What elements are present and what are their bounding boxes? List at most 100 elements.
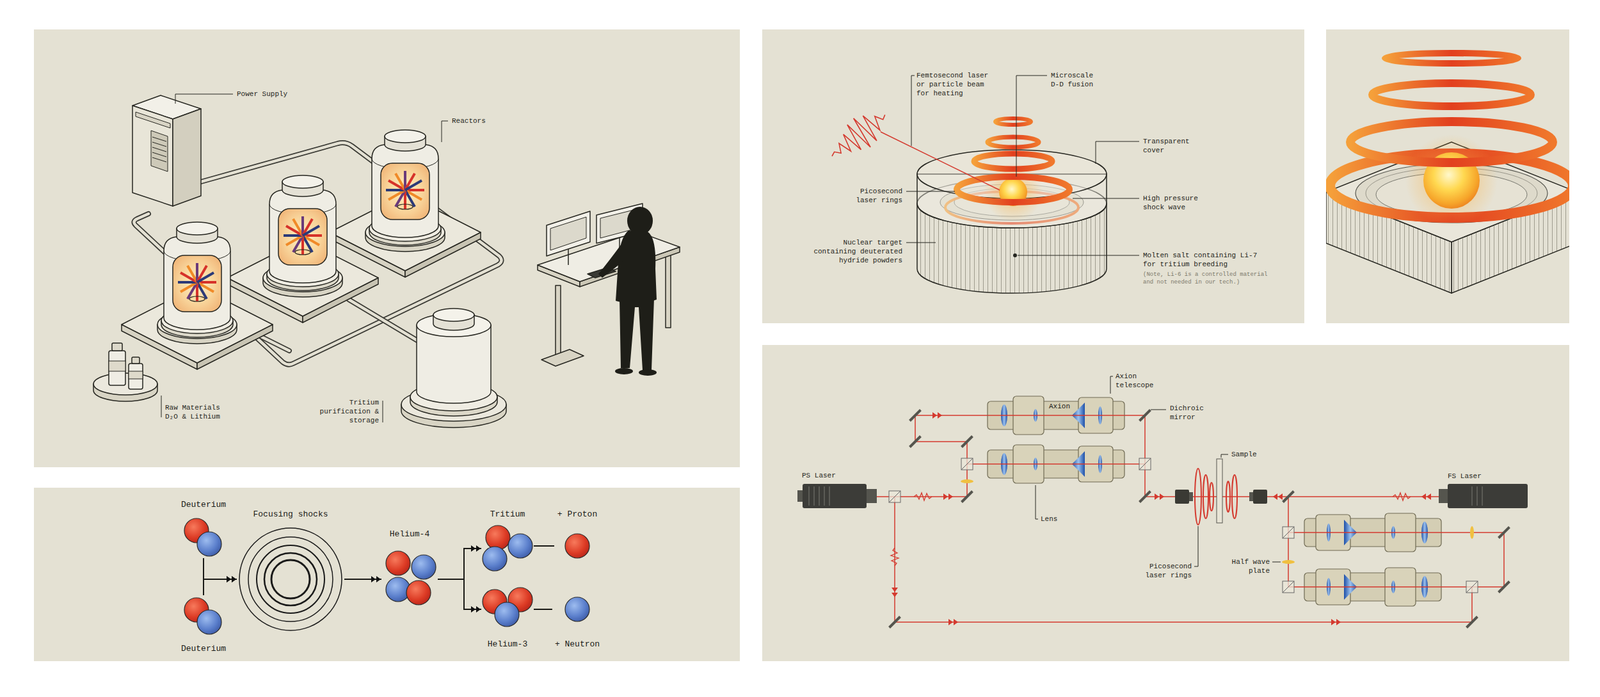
- beam-splitter-cube: [961, 458, 973, 470]
- callout-label: Lens: [1040, 514, 1058, 524]
- power-supply-cabinet: [151, 130, 168, 172]
- workstation-desk: [555, 285, 561, 356]
- fusion-target-cell: [917, 149, 1107, 294]
- workstation-desk: [541, 349, 584, 367]
- neutron-ball: [565, 597, 590, 622]
- molecule: Tritium: [481, 508, 534, 574]
- callout-label: Dichroic mirror: [1169, 403, 1211, 422]
- beam-direction-arrow: [932, 412, 943, 419]
- mirror: [1138, 490, 1152, 504]
- molecule: Helium-4: [381, 528, 438, 630]
- neutron-ball: [482, 546, 507, 571]
- reaction-arrow: [533, 545, 555, 547]
- node-label: Helium-3: [487, 638, 528, 650]
- raw-material-bottles: [128, 363, 143, 390]
- telescope: Axion: [987, 395, 1125, 436]
- femtosecond-pulse: [821, 101, 896, 170]
- workstation-desk: [546, 211, 591, 256]
- neutron-ball: [411, 554, 436, 580]
- mirror: [888, 408, 1511, 629]
- target-closeup: [1405, 134, 1498, 227]
- power-supply-cabinet: [132, 105, 173, 207]
- beam-direction-arrow: [891, 587, 898, 598]
- leader-line: [1095, 141, 1140, 164]
- beam-direction-arrow: [1331, 618, 1341, 626]
- leader-line: [1110, 376, 1113, 394]
- mirror: [1138, 408, 1152, 422]
- beam-splitter-cube: [888, 490, 901, 503]
- mirror: [1497, 526, 1511, 539]
- picosecond-laser-ring: [1226, 481, 1231, 512]
- raw-material-bottles: [108, 360, 126, 372]
- reaction-arrow: [203, 579, 237, 596]
- telescope-body: [987, 396, 1125, 435]
- power-supply-cabinet: [172, 108, 201, 207]
- shock-focus-rings: Focusing shocks: [236, 508, 345, 650]
- raw-material-bottles: [112, 343, 123, 351]
- callout-label: Microscale D-D fusion: [1050, 71, 1099, 89]
- half-wave-plate: [960, 479, 974, 484]
- neutron-ball: [508, 533, 533, 559]
- reactor-vessel: [227, 175, 379, 323]
- femtosecond-pulse: [821, 101, 1000, 191]
- molecule: Deuterium: [177, 595, 230, 655]
- neutron-ball: [197, 609, 222, 635]
- objective-lens: [1189, 492, 1193, 502]
- particle: + Proton: [554, 508, 601, 560]
- femtosecond-pulse: [880, 131, 1000, 191]
- picosecond-laser-ring: [1194, 468, 1202, 525]
- leader-line: [906, 191, 955, 192]
- beam-direction-arrow: [1272, 493, 1283, 500]
- leader-line: [382, 400, 384, 423]
- callout-label: Femtosecond laser or particle beam for h…: [916, 71, 994, 98]
- reaction-arrow: [437, 579, 482, 610]
- laser-beam: [894, 496, 1472, 623]
- raw-material-bottles: [128, 371, 143, 379]
- callout-label: Molten salt containing Li-7 for tritium …: [1143, 250, 1261, 269]
- callout-label: Sample: [1231, 449, 1257, 459]
- beam-direction-arrow: [891, 412, 1432, 626]
- tritium-storage-tank: [401, 308, 507, 428]
- picosecond-laser-ring: [956, 118, 1070, 203]
- objective-lens: [1249, 492, 1254, 502]
- leader-line: [906, 75, 1140, 258]
- reaction-arrow: [533, 608, 553, 610]
- power-supply-cabinet: [132, 95, 201, 207]
- half-wave-plate: [1470, 526, 1474, 539]
- leader-line: [1013, 253, 1017, 258]
- shock-ring: [264, 552, 317, 606]
- node-label: Deuterium: [181, 643, 226, 655]
- callout-label: Half wave plate: [1226, 557, 1270, 576]
- leader-line: [1194, 526, 1199, 567]
- panel-background: [762, 344, 1570, 662]
- laser-source: [797, 490, 803, 502]
- laser-beam: [987, 414, 1125, 416]
- panel-background: [33, 29, 1570, 662]
- target-closeup: [1384, 53, 1519, 64]
- raw-material-bottles: [131, 357, 140, 364]
- picosecond-laser-ring: [987, 136, 1039, 148]
- leader-line: [906, 242, 936, 244]
- picosecond-laser-ring: [995, 118, 1032, 125]
- leader-line: [1072, 198, 1140, 200]
- laser-beam: [1124, 415, 1178, 497]
- shock-ring: [256, 545, 325, 614]
- proton-ball: [565, 533, 590, 559]
- raw-material-bottles: [93, 343, 158, 402]
- tritium-storage-tank: [433, 308, 475, 322]
- beam-splitter-cube: [888, 458, 1478, 593]
- pulse-waveform: [890, 547, 899, 566]
- beam-splitter-cube: [1282, 526, 1295, 539]
- note-text: (Note, Li-6 is a controlled material and…: [1143, 270, 1272, 287]
- leader-line: [1016, 75, 1048, 177]
- part-label: Power Supply: [236, 89, 288, 99]
- beam-splitter-cube: [1139, 458, 1151, 470]
- shock-ring: [248, 536, 333, 622]
- mirror: [888, 615, 902, 629]
- node-label: Tritium: [490, 508, 526, 520]
- operator-silhouette: [598, 206, 657, 376]
- node-label: Helium-4: [389, 528, 430, 540]
- shock-focus-rings-shape: [236, 508, 345, 650]
- workstation-desk: [567, 247, 569, 265]
